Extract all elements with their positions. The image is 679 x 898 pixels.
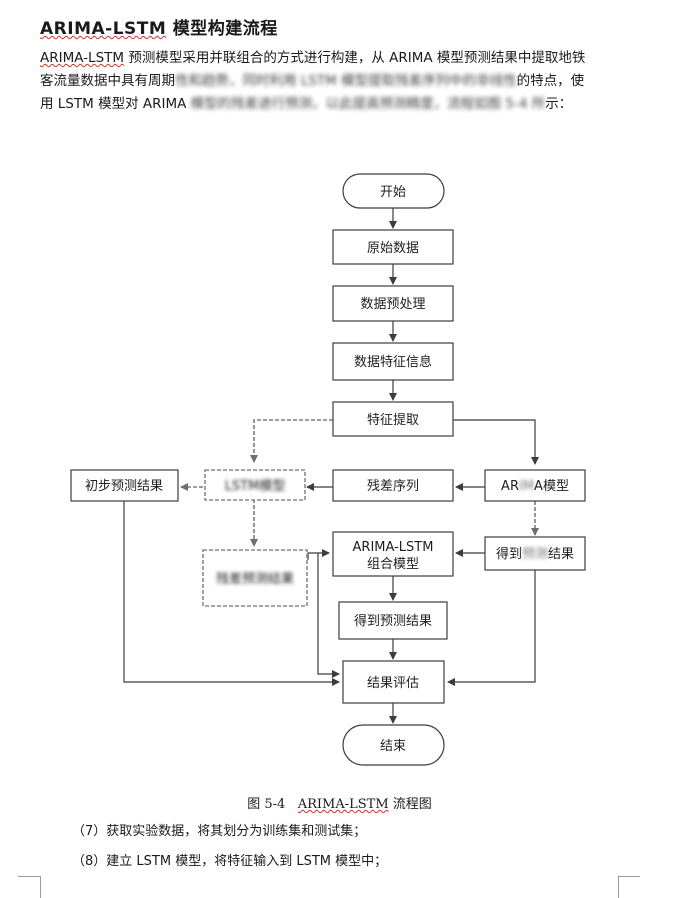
- node-combo-line2: 组合模型: [367, 557, 419, 572]
- arrow-lstmresult-combo: [307, 549, 330, 560]
- svg-text:得到预测结果: 得到预测结果: [496, 546, 574, 562]
- node-residual-label: 残差序列: [367, 479, 419, 494]
- node-arima-visible: AR: [501, 479, 519, 494]
- para-line3-tail: 示：: [545, 96, 573, 112]
- arrow-extract-arima: [453, 419, 539, 465]
- title-latin: ARIMA-LSTM: [40, 19, 167, 39]
- node-end-label: 结束: [380, 739, 406, 754]
- para-latin: ARIMA-LSTM: [40, 50, 125, 66]
- caption-latin: ARIMA-LSTM: [297, 797, 389, 812]
- title-rest: 模型构建流程: [166, 19, 278, 39]
- node-raw-data: 原始数据: [332, 229, 454, 265]
- node-start: 开始: [342, 173, 445, 209]
- intro-paragraph: ARIMA-LSTM 预测模型采用并联组合的方式进行构建，从 ARIMA 模型预…: [40, 47, 640, 116]
- node-preprocess: 数据预处理: [332, 285, 454, 322]
- page-corner-mark-left: [18, 876, 41, 898]
- node-get-prediction: 得到预测结果: [338, 601, 448, 640]
- node-arima-result-blurred: 预测: [522, 547, 548, 562]
- node-arima-tail: A模型: [534, 479, 569, 494]
- node-raw-label: 原始数据: [367, 241, 419, 256]
- node-feature-extract-label: 特征提取: [367, 412, 419, 428]
- arrow-prelim-eval: [123, 501, 340, 686]
- node-evaluate: 结果评估: [342, 660, 445, 704]
- step-8: （8）建立 LSTM 模型，将特征输入到 LSTM 模型中；: [72, 854, 388, 869]
- node-residual: 残差序列: [332, 469, 454, 502]
- para-line1: 预测模型采用并联组合的方式进行构建，从 ARIMA 模型预测结果中提取地铁: [124, 50, 586, 66]
- node-lstm-result-label: 残差预测结果: [216, 572, 294, 587]
- para-line2-blurred: 性和趋势，同时利用 LSTM 模型提取残差序列中的非线性: [175, 73, 517, 89]
- node-lstm-label: LSTM模型: [225, 479, 286, 494]
- arrow-combo-eval: [317, 553, 340, 678]
- page-corner-mark-left-h: [18, 876, 40, 877]
- para-line3-blurred: 模型的残差进行预测，以此提高预测精度，流程如图 5-4 所: [186, 96, 546, 112]
- figure-caption: 图 5-4 ARIMA-LSTM 流程图: [0, 793, 679, 812]
- para-line2-tail: 的特点，使: [516, 73, 585, 89]
- node-get-pred-label: 得到预测结果: [354, 613, 432, 629]
- page-corner-mark-right-h: [618, 876, 640, 877]
- connectors: [123, 208, 539, 724]
- node-feature-extract: 特征提取: [332, 401, 454, 437]
- node-prelim-result: 初步预测结果: [70, 469, 179, 502]
- flowchart: 开始 原始数据 数据预处理 数据特征信息 特征提取 ARIMA模型 残差序列 L…: [70, 173, 586, 766]
- node-lstm-model: LSTM模型: [204, 469, 306, 501]
- node-arima-result-visible: 得到: [496, 546, 522, 562]
- node-preprocess-label: 数据预处理: [360, 297, 425, 312]
- caption-prefix: 图 5-4: [247, 797, 286, 812]
- node-combo-model: ARIMA-LSTM 组合模型: [332, 531, 454, 577]
- arrow-arimaresult-eval: [447, 570, 536, 686]
- node-evaluate-label: 结果评估: [367, 676, 419, 691]
- node-start-label: 开始: [380, 185, 406, 200]
- page-corner-mark-right: [618, 876, 641, 898]
- arrow-extract-lstm: [250, 419, 333, 463]
- section-title: ARIMA-LSTM 模型构建流程: [40, 14, 278, 39]
- node-arima-result: 得到预测结果: [484, 536, 586, 571]
- node-arima-model: ARIMA模型: [484, 469, 586, 502]
- node-arima-blurred: IM: [519, 479, 534, 494]
- node-arima-result-tail: 结果: [548, 547, 574, 562]
- node-prelim-label: 初步预测结果: [85, 479, 163, 494]
- caption-suffix: 流程图: [388, 797, 432, 812]
- para-line3-visible: 用 LSTM 模型对 ARIMA: [40, 96, 187, 112]
- svg-text:ARIMA模型: ARIMA模型: [501, 479, 569, 494]
- para-line2-visible: 客流量数据中具有周期: [40, 73, 175, 89]
- node-feature-info: 数据特征信息: [332, 342, 454, 381]
- node-feature-info-label: 数据特征信息: [354, 354, 432, 370]
- node-lstm-result: 残差预测结果: [202, 549, 308, 607]
- node-combo-line1: ARIMA-LSTM: [353, 540, 434, 555]
- node-end: 结束: [342, 724, 445, 766]
- step-7: （7）获取实验数据，将其划分为训练集和测试集；: [72, 824, 367, 839]
